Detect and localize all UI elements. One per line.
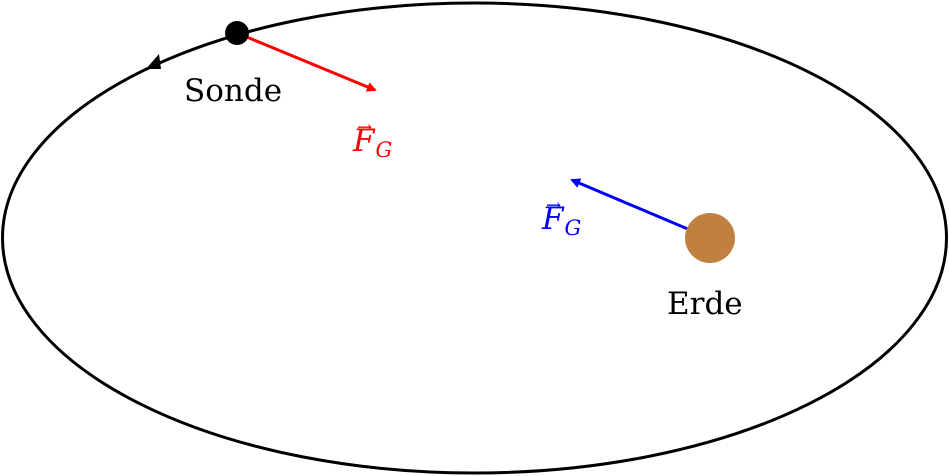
earth-disc bbox=[685, 213, 735, 263]
force-arrow-on-earth bbox=[570, 178, 710, 240]
probe-label: Sonde bbox=[184, 73, 283, 109]
force-subscript: G bbox=[564, 216, 582, 240]
force-arrow-on-probe bbox=[236, 31, 377, 92]
force-symbol: F bbox=[353, 123, 375, 159]
force-symbol: F bbox=[542, 201, 564, 237]
earth-label: Erde bbox=[667, 286, 743, 322]
probe-dot bbox=[225, 21, 249, 45]
vector-arrow-icon: → bbox=[357, 117, 373, 138]
force-label-earth: → F G bbox=[542, 197, 582, 240]
orbit-direction-arrow-icon bbox=[146, 54, 161, 69]
force-label-probe: → F G bbox=[353, 119, 393, 162]
force-subscript: G bbox=[375, 138, 393, 162]
vector-arrow-icon: → bbox=[546, 195, 562, 216]
